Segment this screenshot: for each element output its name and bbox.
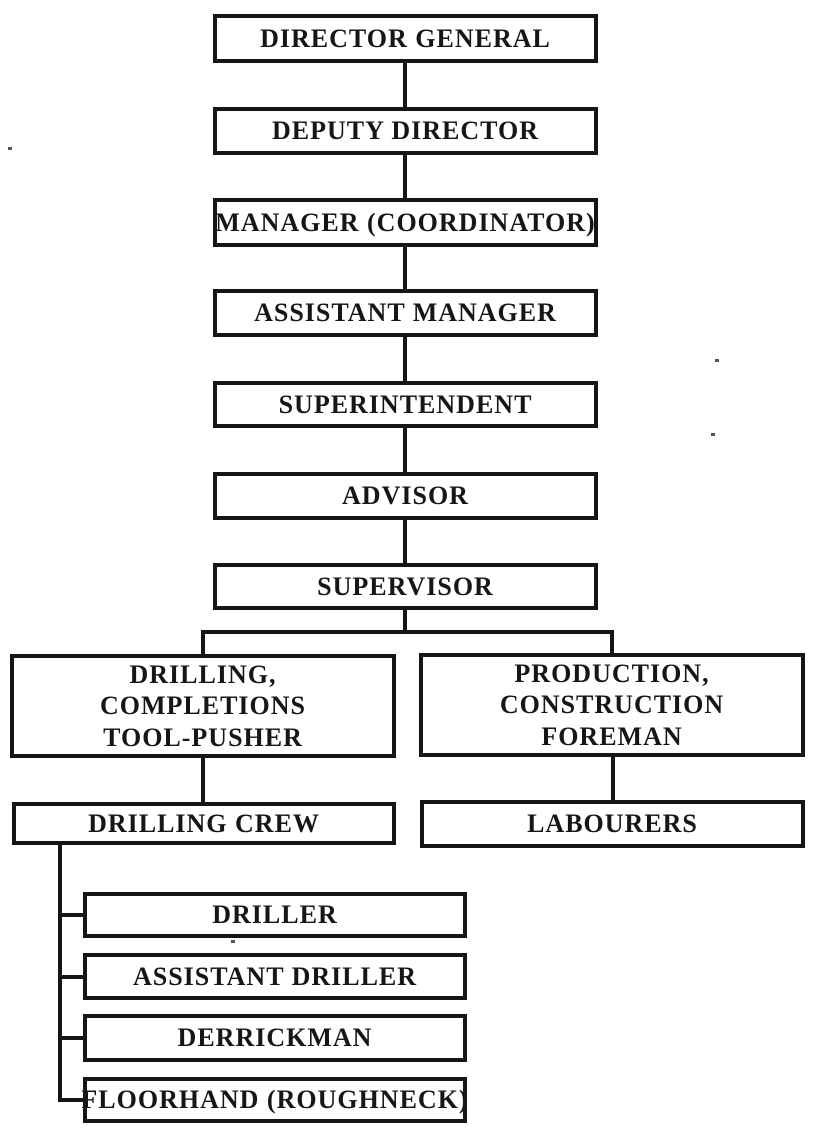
node-advisor: ADVISOR bbox=[213, 472, 598, 520]
connector-split-bar bbox=[201, 630, 614, 634]
node-supervisor: SUPERVISOR bbox=[213, 563, 598, 610]
connector-stub-floorhand bbox=[58, 1098, 87, 1102]
node-deputy-director: DEPUTY DIRECTOR bbox=[213, 107, 598, 155]
node-label-line: COMPLETIONS bbox=[99, 691, 307, 721]
node-labourers: LABOURERS bbox=[420, 800, 805, 848]
node-label-line: FOREMAN bbox=[541, 721, 683, 751]
connector-stub-derrickman bbox=[58, 1036, 87, 1040]
node-director-general: DIRECTOR GENERAL bbox=[213, 14, 598, 63]
node-label-line: TOOL-PUSHER bbox=[103, 722, 303, 752]
connector-split-drop-left bbox=[201, 630, 205, 654]
connector-chain-1 bbox=[403, 63, 407, 107]
node-driller: DRILLER bbox=[83, 892, 467, 938]
connector-chain-3 bbox=[403, 247, 407, 289]
node-derrickman: DERRICKMAN bbox=[83, 1014, 467, 1062]
connector-split-drop-right bbox=[610, 630, 614, 654]
node-production-construction-foreman: PRODUCTION, CONSTRUCTION FOREMAN bbox=[419, 653, 805, 757]
scan-speckle bbox=[231, 940, 235, 943]
node-label-line: DRILLING, bbox=[129, 660, 277, 690]
node-manager-coordinator: MANAGER (COORDINATOR) bbox=[213, 198, 598, 247]
connector-supervisor-split bbox=[403, 610, 407, 632]
node-floorhand-roughneck: FLOORHAND (ROUGHNECK) bbox=[81, 1077, 468, 1123]
connector-chain-4 bbox=[403, 337, 407, 381]
connector-stub-assistant-driller bbox=[58, 975, 87, 979]
scan-speckle bbox=[8, 147, 12, 150]
node-label-line: CONSTRUCTION bbox=[499, 690, 725, 720]
node-assistant-manager: ASSISTANT MANAGER bbox=[213, 289, 598, 337]
node-assistant-driller: ASSISTANT DRILLER bbox=[83, 953, 467, 1000]
node-drilling-completions-tool-pusher: DRILLING, COMPLETIONS TOOL-PUSHER bbox=[10, 654, 396, 758]
connector-chain-2 bbox=[403, 155, 407, 198]
node-drilling-crew: DRILLING CREW bbox=[12, 802, 396, 845]
connector-crew-rail bbox=[58, 845, 62, 1102]
node-superintendent: SUPERINTENDENT bbox=[213, 381, 598, 428]
scan-speckle bbox=[711, 433, 715, 436]
connector-stub-driller bbox=[58, 913, 87, 917]
scan-speckle bbox=[715, 359, 719, 362]
connector-chain-6 bbox=[403, 520, 407, 563]
connector-chain-5 bbox=[403, 428, 407, 472]
connector-foreman-labourers bbox=[611, 757, 615, 800]
connector-toolpusher-crew bbox=[201, 758, 205, 802]
node-label-line: PRODUCTION, bbox=[514, 659, 710, 689]
